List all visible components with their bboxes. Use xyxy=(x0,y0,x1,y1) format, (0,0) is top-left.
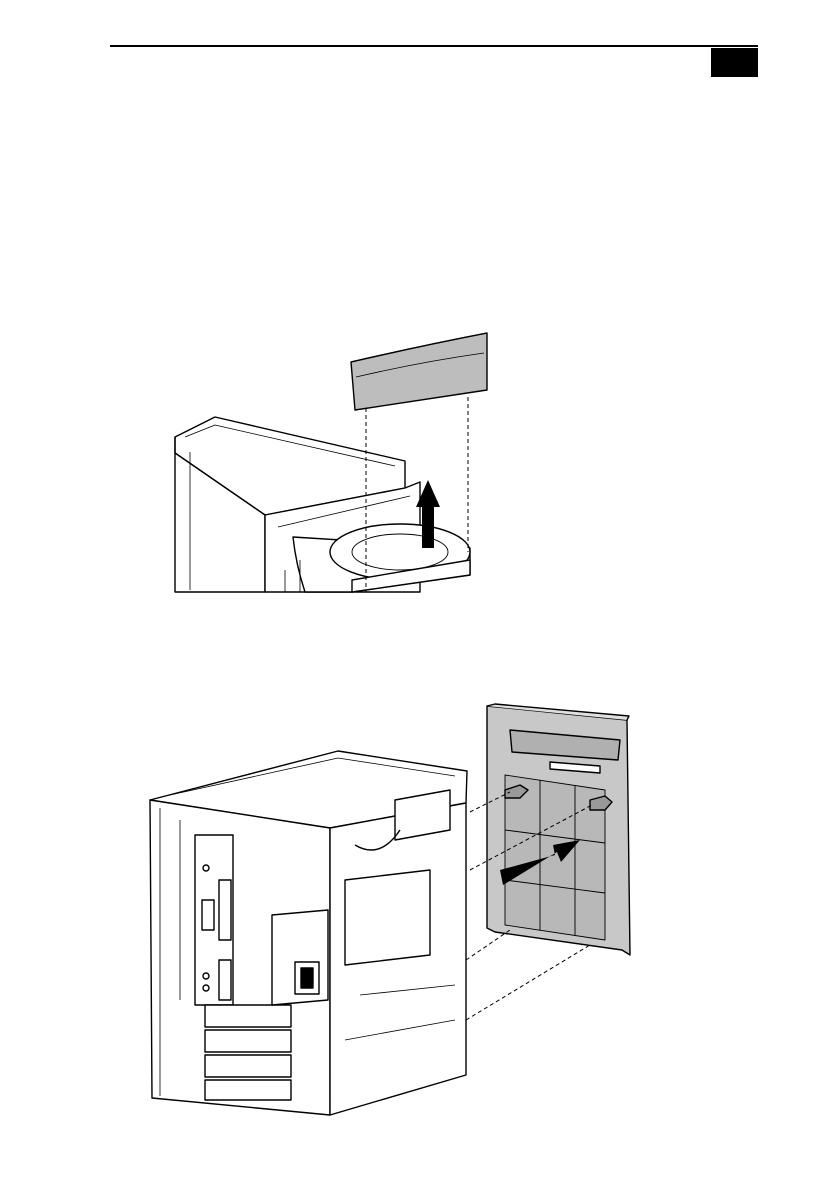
front-panel-attachment-illustration xyxy=(0,0,839,1191)
